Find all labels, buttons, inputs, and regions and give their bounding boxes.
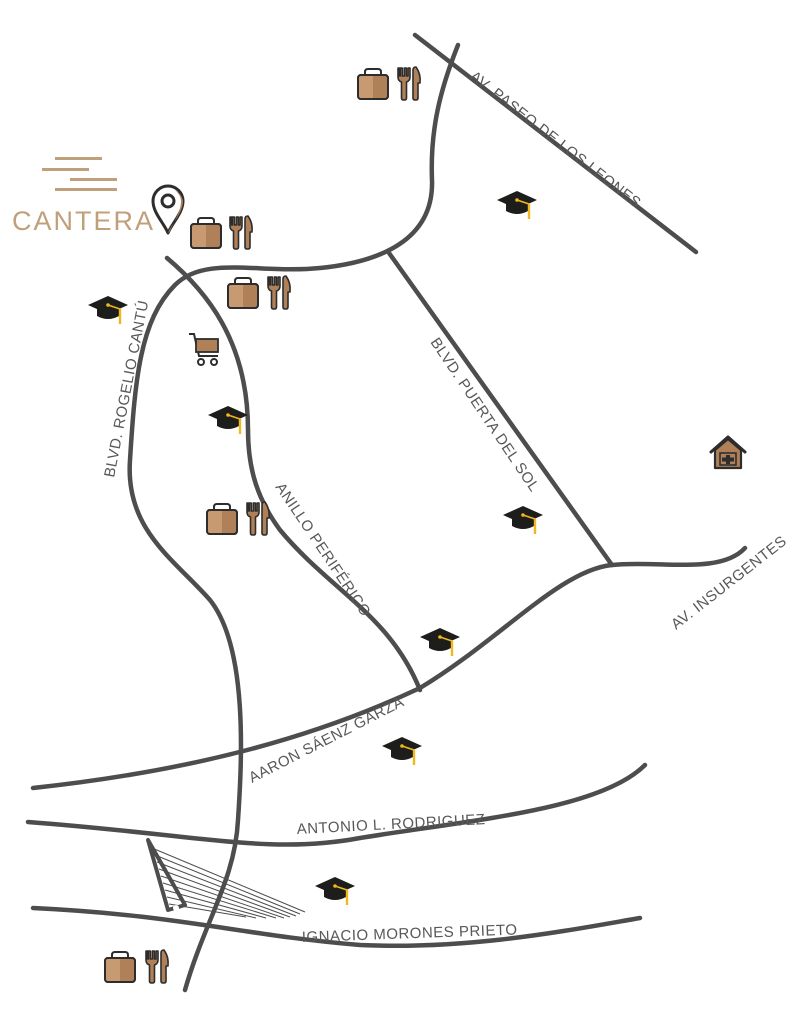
location-pin-icon[interactable] [151, 184, 185, 235]
road-puerta-del-sol [386, 250, 615, 568]
shopping-bag-icon[interactable] [104, 951, 136, 983]
shopping-bag-icon[interactable] [357, 68, 389, 100]
road-ignacio-morones-prieto [30, 905, 643, 949]
brand-name: CANTERA [12, 206, 155, 236]
fork-knife-icon[interactable] [246, 501, 270, 536]
hospital-icon[interactable] [709, 435, 747, 470]
label-puerta-del-sol: BLVD. PUERTA DEL SOL [427, 335, 543, 495]
fork-knife-icon[interactable] [229, 215, 253, 250]
fork-knife-icon[interactable] [397, 66, 421, 101]
shopping-bag-icon[interactable] [190, 217, 222, 249]
label-paseo-de-los-leones: AV. PASEO DE LOS LEONES [467, 68, 645, 212]
graduation-cap-icon[interactable] [380, 735, 424, 767]
shopping-bag-icon[interactable] [227, 277, 259, 309]
road-anillo-periferico [164, 255, 423, 693]
fork-knife-icon[interactable] [267, 275, 291, 310]
graduation-cap-icon[interactable] [313, 875, 357, 907]
road-connector-north [127, 42, 461, 993]
label-rogelio-cantu: BLVD. ROGELIO CANTÚ [101, 299, 152, 479]
label-insurgentes: AV. INSURGENTES [668, 533, 790, 634]
logo-stripes-icon [42, 157, 117, 191]
road-aaron-saenz-garza [30, 685, 423, 791]
cantera-logo: CANTERA [12, 157, 155, 236]
fork-knife-icon[interactable] [145, 949, 169, 984]
overpass-bridge [146, 838, 306, 919]
road-antonio-rodriguez [25, 762, 648, 847]
shopping-bag-icon[interactable] [206, 503, 238, 535]
graduation-cap-icon[interactable] [495, 189, 539, 221]
label-anillo-periferico: ANILLO PERIFÉRICO [272, 480, 374, 620]
label-aaron-saenz-garza: AARON SÁENZ GARZA [246, 693, 407, 786]
shopping-cart-icon[interactable] [188, 333, 219, 366]
graduation-cap-icon[interactable] [206, 404, 250, 436]
road-insurgentes [417, 545, 748, 691]
graduation-cap-icon[interactable] [418, 626, 462, 658]
road-paseo-de-los-leones [412, 32, 699, 255]
graduation-cap-icon[interactable] [501, 504, 545, 536]
graduation-cap-icon[interactable] [86, 294, 130, 326]
